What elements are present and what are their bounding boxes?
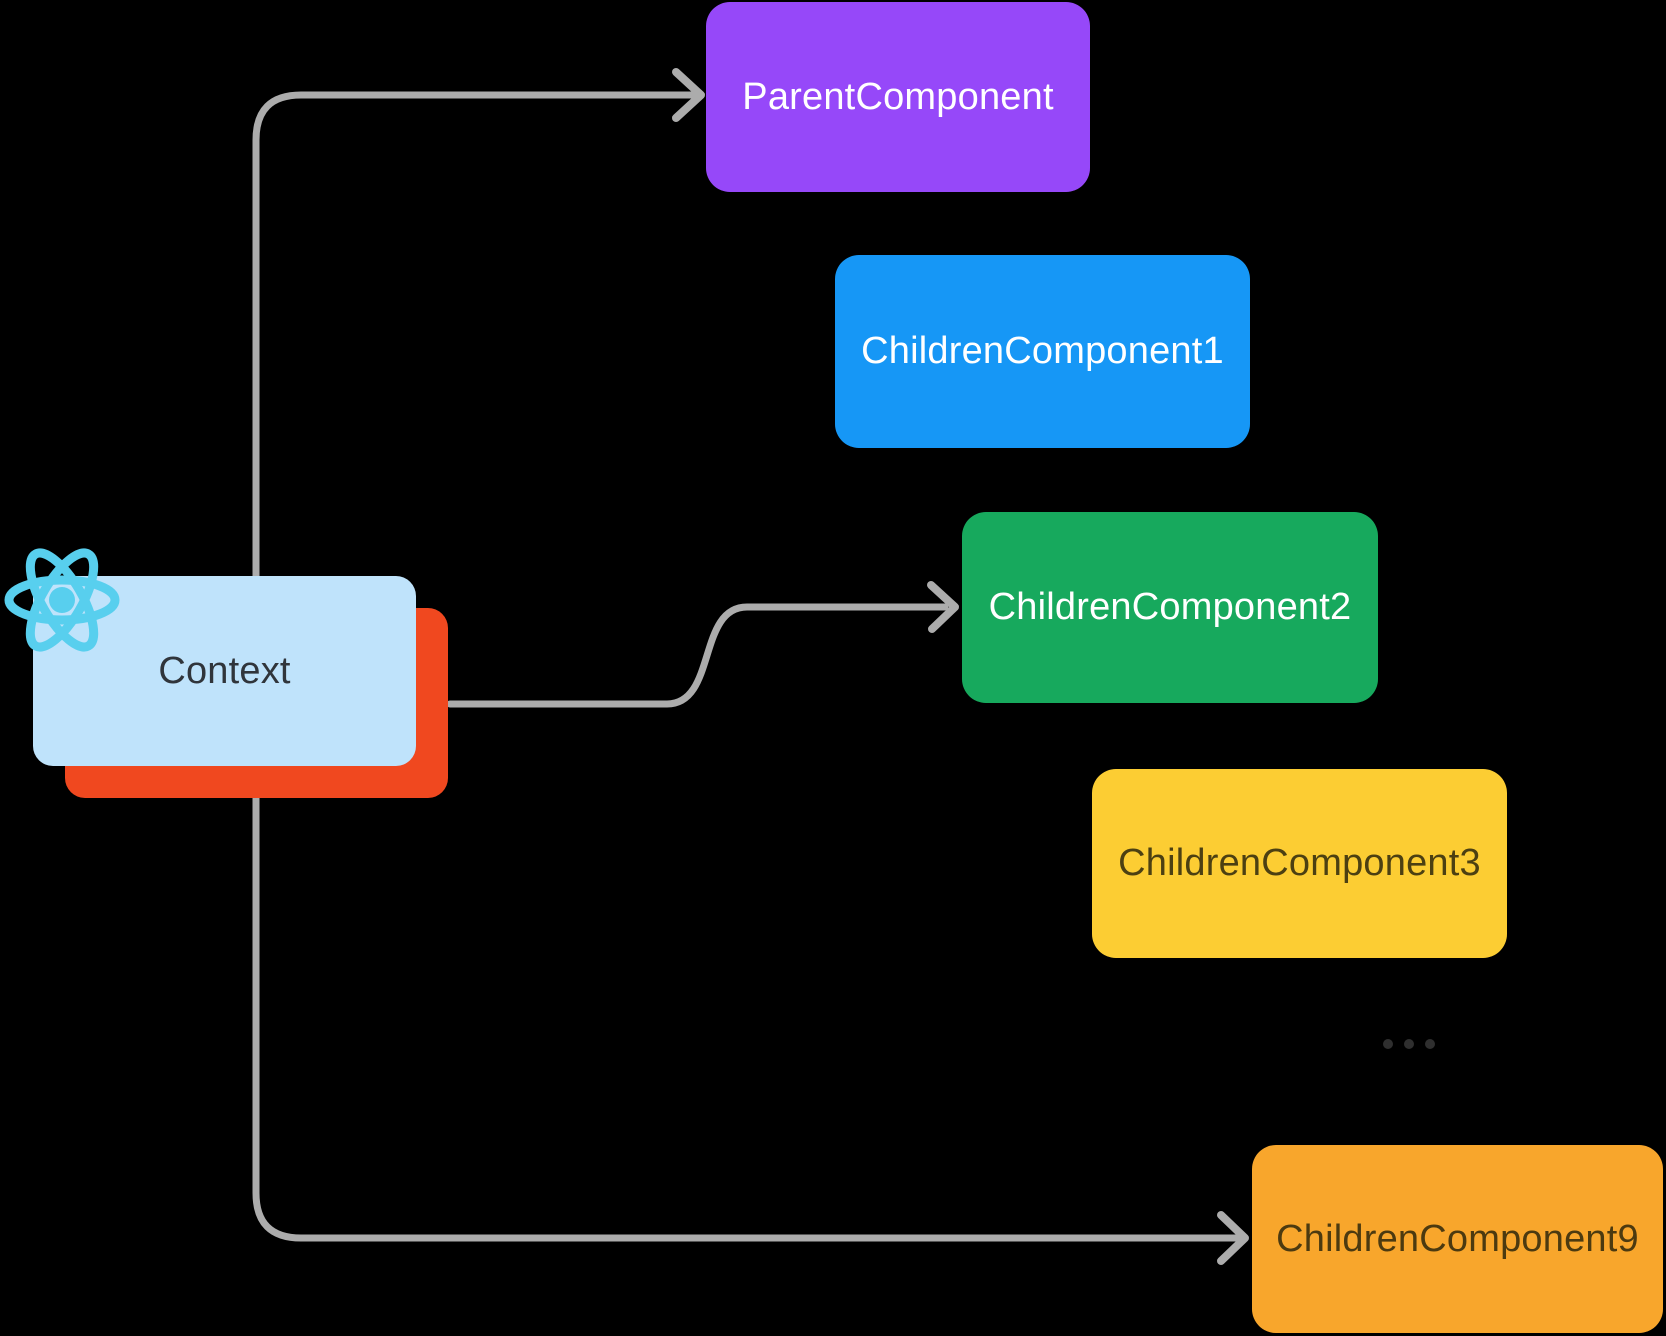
ellipsis-dot: [1383, 1039, 1393, 1049]
children-component2-node: ChildrenComponent2: [962, 512, 1378, 703]
children-component9-node: ChildrenComponent9: [1252, 1145, 1663, 1333]
parent-component-node: ParentComponent: [706, 2, 1090, 192]
children-component1-label: ChildrenComponent1: [861, 330, 1224, 372]
context-node-label: Context: [158, 649, 291, 692]
react-logo-icon: [4, 548, 120, 652]
children-component9-label: ChildrenComponent9: [1276, 1217, 1639, 1260]
arrowhead-child9-icon: [1217, 1211, 1249, 1265]
ellipsis-dots: [1383, 1039, 1435, 1049]
children-component2-label: ChildrenComponent2: [988, 586, 1352, 628]
parent-component-label: ParentComponent: [742, 75, 1054, 118]
arrowhead-parent-icon: [672, 68, 705, 122]
arrow-to-child2-line: [446, 603, 949, 708]
children-component1-node: ChildrenComponent1: [835, 255, 1250, 448]
arrowhead-child2-icon: [927, 581, 959, 633]
ellipsis-dot: [1425, 1039, 1435, 1049]
context-node: Context: [33, 576, 416, 766]
children-component3-node: ChildrenComponent3: [1092, 769, 1507, 958]
children-component3-label: ChildrenComponent3: [1118, 842, 1481, 884]
ellipsis-dot: [1404, 1039, 1414, 1049]
